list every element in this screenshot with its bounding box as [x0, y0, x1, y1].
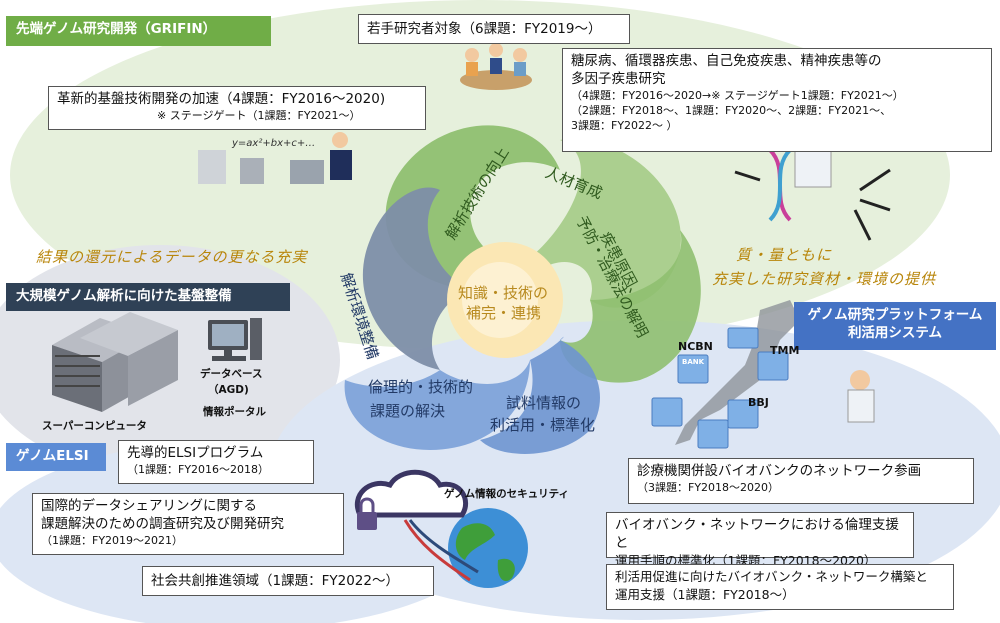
- biobank-ethics-line1: バイオバンク・ネットワークにおける倫理支援と: [615, 517, 899, 551]
- petal-ethics-line1: 倫理的・技術的: [368, 378, 474, 396]
- hub-center-line2: 補完・連携: [466, 304, 542, 322]
- elsi-intl-line1: 国際的データシェアリングに関する: [41, 498, 257, 514]
- infra-title: 大規模ゲノム解析に向けた基盤整備: [16, 288, 232, 304]
- petal-sample-line1: 試料情報の: [506, 394, 582, 412]
- supercomputer-image: [52, 312, 178, 412]
- database-label-1: データベース: [200, 368, 263, 380]
- bbj-label: BBJ: [748, 396, 769, 409]
- database-computer-image: [208, 318, 262, 361]
- biobank-usage-box: 利活用促進に向けたバイオバンク・ネットワーク構築と 運用支援（1課題：FY201…: [606, 564, 954, 610]
- elsi-social-label: 社会共創推進領域（1課題：FY2022～）: [151, 573, 399, 589]
- diseases-line2: 多因子疾患研究: [571, 71, 666, 87]
- infra-banner: 大規模ゲノム解析に向けた基盤整備: [6, 283, 290, 311]
- biobank-usage-line2: 運用支援（1課題：FY2018～）: [615, 587, 795, 602]
- elsi-intl-box: 国際的データシェアリングに関する 課題解決のための調査研究及び開発研究 （1課題…: [32, 493, 344, 555]
- right-caption-line1: 質・量ともに: [736, 246, 833, 264]
- young-researcher-label: 若手研究者対象（6課題：FY2019～）: [367, 21, 602, 37]
- bank-label: BANK: [682, 358, 705, 366]
- elsi-intl-line2: 課題解決のための調査研究及び開発研究: [41, 516, 284, 532]
- portal-label: 情報ポータル: [203, 406, 266, 418]
- bank-icons: [651, 327, 789, 449]
- biobank-usage-line1: 利活用促進に向けたバイオバンク・ネットワーク構築と: [615, 569, 928, 584]
- elsi-banner: ゲノムELSI: [6, 443, 106, 471]
- biobank-clinical-box: 診療機関併設バイオバンクのネットワーク参画 （3課題：FY2018～2020）: [628, 458, 974, 504]
- tmm-label: TMM: [770, 344, 800, 357]
- platform-line2: 利活用システム: [847, 325, 943, 341]
- elsi-social-box: 社会共創推進領域（1課題：FY2022～）: [142, 566, 434, 596]
- supercomputer-label: スーパーコンピュータ: [42, 420, 147, 432]
- diseases-line3: （4課題：FY2016～2020→※ ステージゲート1課題：FY2021～）: [571, 89, 904, 102]
- petal-env: [362, 187, 470, 370]
- biobank-clinical-line1: 診療機関併設バイオバンクのネットワーク参画: [637, 463, 922, 479]
- right-caption-line2: 充実した研究資材・環境の提供: [712, 270, 937, 288]
- elsi-pioneer-line2: （1課題：FY2016～2018）: [127, 463, 270, 476]
- petal-ethics: [344, 360, 530, 450]
- formula-text: y=ax²+bx+c+…: [232, 138, 316, 149]
- hub-center-line1: 知識・技術の: [458, 284, 549, 302]
- petal-sample: [480, 336, 600, 454]
- basic-tech-line1: 革新的基盤技術開発の加速（4課題：FY2016～2020): [57, 91, 386, 107]
- petal-sample-line2: 利活用・標準化: [490, 416, 596, 434]
- security-label: ゲノム情報のセキュリティ: [444, 488, 570, 500]
- cloud-lock-image: [354, 469, 479, 582]
- hub-center-inner: [462, 262, 538, 338]
- petal-ethics-line2: 課題の解決: [370, 402, 446, 420]
- elsi-intl-line3: （1課題：FY2019～2021）: [41, 534, 184, 547]
- elsi-pioneer-line1: 先導的ELSIプログラム: [127, 445, 264, 461]
- elsi-title: ゲノムELSI: [16, 448, 89, 464]
- basic-tech-line2: ※ ステージゲート（1課題：FY2021～）: [157, 109, 361, 122]
- database-label-2: （AGD): [208, 384, 249, 396]
- ncbn-label: NCBN: [678, 340, 713, 353]
- diseases-line4: （2課題：FY2018～、1課題：FY2020～、2課題：FY2021～、: [571, 104, 892, 117]
- japan-map: [675, 300, 800, 445]
- petal-talent: [520, 138, 681, 308]
- biobank-clinical-line2: （3課題：FY2018～2020）: [637, 481, 780, 494]
- grifin-banner: 先端ゲノム研究開発（GRIFIN）: [6, 16, 271, 46]
- biobank-ethics-box: バイオバンク・ネットワークにおける倫理支援と 運用手順の標準化（1課題：FY20…: [606, 512, 914, 568]
- left-caption: 結果の還元によるデータの更なる充実: [36, 248, 308, 266]
- platform-line1: ゲノム研究プラットフォーム: [807, 307, 983, 323]
- young-researcher-box: 若手研究者対象（6課題：FY2019～）: [358, 14, 630, 44]
- hub-swirl: [344, 125, 701, 454]
- platform-banner: ゲノム研究プラットフォーム 利活用システム: [794, 302, 996, 350]
- basic-tech-box: 革新的基盤技術開発の加速（4課題：FY2016～2020) ※ ステージゲート（…: [48, 86, 426, 130]
- globe-image: [448, 508, 528, 588]
- grifin-title: 先端ゲノム研究開発（GRIFIN）: [16, 21, 217, 37]
- diseases-line1: 糖尿病、循環器疾患、自己免疫疾患、精神疾患等の: [571, 53, 882, 69]
- petal-cause: [560, 230, 701, 383]
- arrows: [734, 168, 891, 241]
- diseases-box: 糖尿病、循環器疾患、自己免疫疾患、精神疾患等の 多因子疾患研究 （4課題：FY2…: [562, 48, 992, 152]
- diseases-line5: 3課題：FY2022～ ）: [571, 119, 678, 132]
- elsi-pioneer-box: 先導的ELSIプログラム （1課題：FY2016～2018）: [118, 440, 314, 484]
